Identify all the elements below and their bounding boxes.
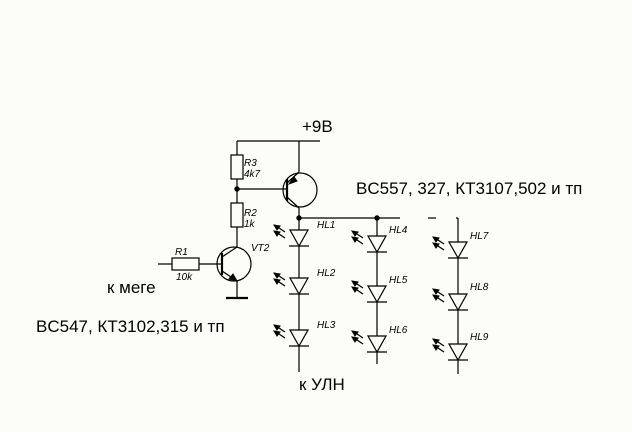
r2-value: 1k <box>244 219 256 230</box>
output-label: к УЛН <box>299 375 345 394</box>
pnp-transistor-note: BC557, 327, КТ3107,502 и тп <box>356 179 582 198</box>
led-ref: HL9 <box>470 332 489 343</box>
led-symbol <box>351 230 388 254</box>
r1-ref: R1 <box>175 247 188 258</box>
resistor-r2 <box>230 202 244 247</box>
supply-rail <box>236 140 320 172</box>
pnp-base-wire <box>234 186 287 192</box>
npn-transistor-note: BC547, КТ3102,315 и тп <box>36 317 225 336</box>
r2-ref: R2 <box>244 208 257 219</box>
vt2-transistor-symbol <box>216 246 252 300</box>
led-ref: HL7 <box>470 231 489 242</box>
led-symbol <box>273 324 310 348</box>
led-ref: HL5 <box>389 275 408 286</box>
led-symbol <box>273 272 310 296</box>
led-symbol <box>351 280 388 304</box>
led-ref: HL3 <box>317 320 336 331</box>
led-ref: HL6 <box>389 325 408 336</box>
r3-ref: R3 <box>244 158 257 169</box>
led-symbol <box>351 330 388 354</box>
led-ref: HL2 <box>317 268 336 279</box>
led-ref: HL4 <box>389 225 408 236</box>
led-ref: HL1 <box>317 220 335 231</box>
pnp-transistor-symbol <box>282 171 318 218</box>
led-symbol <box>432 338 469 362</box>
resistor-r1 <box>158 257 222 271</box>
led-ref: HL8 <box>470 282 489 293</box>
resistor-r3 <box>230 154 244 203</box>
r1-value: 10k <box>176 272 193 283</box>
r3-value: 4k7 <box>244 169 261 180</box>
supply-label: +9В <box>302 117 333 136</box>
led-symbol <box>432 236 469 260</box>
led-symbol <box>432 288 469 312</box>
vt2-ref: VT2 <box>251 243 270 254</box>
input-label: к меге <box>107 278 156 297</box>
led-symbol <box>273 224 310 248</box>
